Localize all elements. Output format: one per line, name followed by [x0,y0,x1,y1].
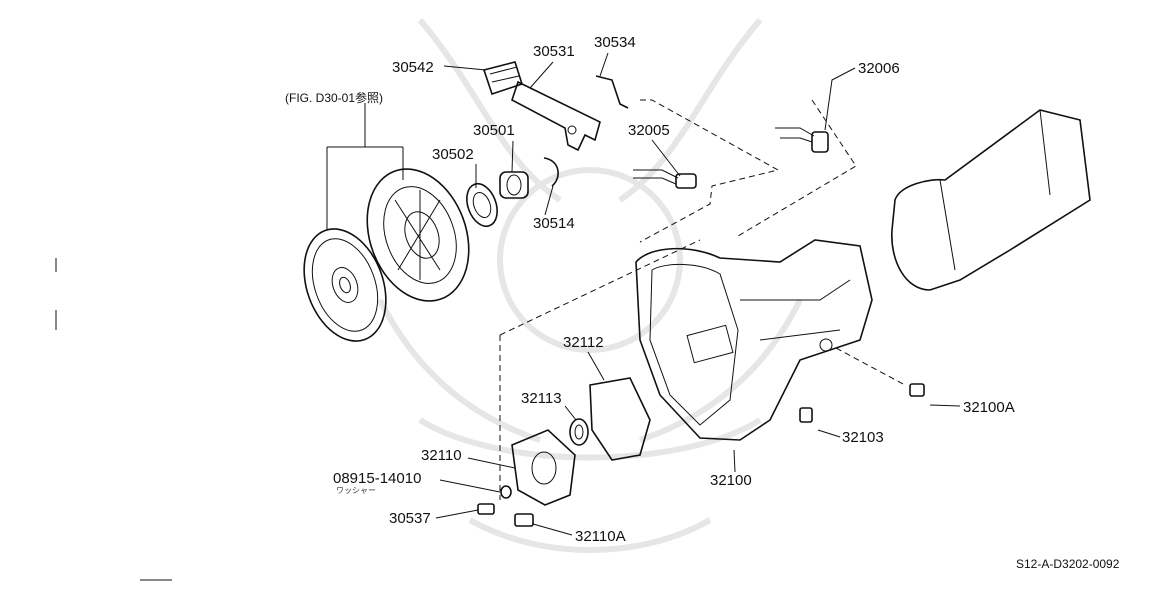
clutch-cover [366,168,470,302]
part-label-30534: 30534 [594,34,636,51]
reference-note: (FIG. D30-01参照) [285,90,383,105]
part-label-30501: 30501 [473,122,515,139]
part-label-32006: 32006 [858,60,900,77]
guide-line-b [737,99,857,237]
guide-line-d [835,347,906,386]
washer-and-bolts [477,383,925,527]
part-label-32112: 32112 [563,334,604,351]
reference-bracket [326,103,404,230]
part-label-30537: 30537 [389,510,431,527]
part-label-32110: 32110 [421,447,462,464]
switch-32006 [775,127,829,153]
part-label-32103: 32103 [842,429,884,446]
switch-32005 [633,169,697,189]
withdrawal-lever [511,80,601,152]
lever-spring [595,75,629,109]
part-label-30502: 30502 [432,146,474,163]
transmission-assembly [891,109,1091,291]
leader-lines [435,52,961,536]
clutch-disc [303,228,387,342]
part-label-30542: 30542 [392,59,434,76]
oil-seal-32113 [569,418,589,446]
part-label-32113: 32113 [521,390,562,407]
part-label-32100: 32100 [710,472,752,489]
washer-text: ワッシャー [336,486,376,495]
dust-boot [482,61,524,96]
retainer-spring [543,157,559,187]
part-label-32110A: 32110A [575,528,626,545]
guide-line-c [499,239,701,500]
footer-code: S12-A-D3202-0092 [1016,557,1120,571]
scan-marks [55,258,172,581]
front-cover-32110 [511,429,576,506]
watermark-emblem [377,18,803,553]
part-label-30514: 30514 [533,215,575,232]
transmission-case-32100 [635,239,873,441]
part-label-08915-14010: 08915-14010 [333,470,421,487]
part-label-32100A: 32100A [963,399,1015,416]
part-label-30531: 30531 [533,43,575,60]
release-bearing [466,182,498,228]
bearing-sleeve [499,171,529,199]
guide-line-a [639,99,780,243]
gasket-32112 [589,377,651,461]
part-label-32005: 32005 [628,122,670,139]
